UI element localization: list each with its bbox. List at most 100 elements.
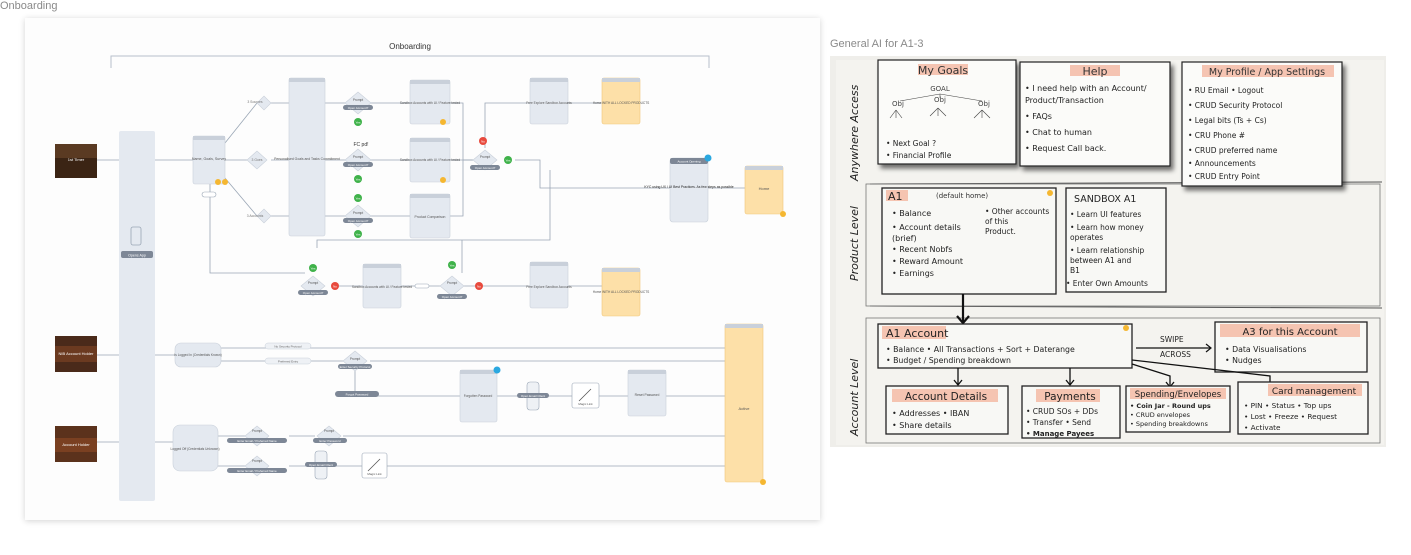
email-prompt-2[interactable]: Prompt Enter Email / Preferred Name	[227, 455, 287, 477]
home-node[interactable]: Home	[744, 165, 786, 217]
email-prompt-1[interactable]: Prompt Enter Email / Preferred Name	[227, 425, 287, 447]
svg-text:Is Logged In (Credentials Know: Is Logged In (Credentials Known)	[174, 353, 221, 357]
profile-item-1: • RU Email • Logout	[1188, 86, 1264, 95]
svg-text:Prompt: Prompt	[308, 281, 318, 285]
flow-title: Onboarding	[389, 42, 431, 51]
svg-text:Yes: Yes	[506, 159, 511, 163]
a1-card	[881, 187, 1057, 295]
a1-account-item-1: • Balance • All Transactions + Sort + Da…	[886, 345, 1075, 354]
svg-text:Name, Goals, Survey: Name, Goals, Survey	[192, 157, 226, 161]
bottom-prompt-left[interactable]: Yes Prompt Open Account? No	[298, 264, 339, 297]
svg-text:Open Email Client: Open Email Client	[521, 394, 545, 398]
prompt-decision-2[interactable]: Prompt Open Account? Yes Yes	[343, 148, 373, 202]
prompt-decision-mid[interactable]: No Prompt Open Account? Yes	[470, 137, 512, 171]
sandbox-a1-card	[1065, 187, 1167, 293]
open-email-client-1[interactable]: Open Email Client	[517, 381, 549, 411]
free-explore-top-node[interactable]: Free Explore Sandbox Accounts	[526, 77, 572, 125]
branch-diamonds	[246, 95, 272, 224]
bottom-sandbox-node[interactable]: Sandbox Accounts with UI / Feature teste…	[352, 263, 412, 309]
home-locked-top-node[interactable]: Home WITH ALL LOCKED PRODUCTS	[593, 77, 650, 125]
onboarding-flow-board[interactable]: Onboarding	[25, 18, 820, 520]
bottom-prompt-right[interactable]: Yes Prompt Open Account? No	[437, 261, 483, 299]
forgot-password-pill[interactable]: Forgot Password	[335, 391, 379, 397]
goal-label: GOAL	[930, 85, 950, 93]
a1-side-3: Product.	[985, 227, 1016, 236]
help-item-1: • I need help with an Account/	[1025, 84, 1147, 93]
svg-text:Prompt: Prompt	[353, 155, 363, 159]
sandbox-item-4: • Learn relationship	[1070, 246, 1144, 255]
personalised-goals-node[interactable]: Personalised Goals and Tasks Commitment	[274, 77, 340, 237]
product-comparison-node[interactable]: Product Comparison	[409, 193, 451, 239]
kyc-node[interactable]: Account Opening KYC using UX / UI Best P…	[644, 154, 734, 223]
prompt-decision-1[interactable]: Prompt Open Account? Yes	[343, 91, 373, 126]
svg-text:Free Explore Sandbox Accounts: Free Explore Sandbox Accounts	[526, 101, 572, 105]
sandbox-node-1[interactable]: Sandbox Accounts with UI / Feature teste…	[400, 79, 460, 125]
sandbox-item-2: • Learn how money	[1070, 223, 1144, 232]
sandbox-item-6: B1	[1070, 266, 1080, 275]
a1-side-1: • Other accounts	[985, 207, 1049, 216]
security-prompt[interactable]: Prompt Enter Security Protocol	[338, 350, 372, 372]
my-profile-card	[1181, 61, 1343, 187]
help-card	[1019, 61, 1171, 167]
account-details-item-1: • Addresses • IBAN	[892, 409, 969, 418]
logged-in-node[interactable]: Is Logged In (Credentials Known)	[174, 342, 222, 368]
svg-text:Yes: Yes	[356, 233, 361, 237]
svg-text:Open Account?: Open Account?	[303, 291, 324, 295]
magic-link-2[interactable]: Magic Link	[361, 452, 388, 479]
opens-app-lane[interactable]: Opens App	[119, 131, 155, 501]
open-email-client-2[interactable]: Open Email Client	[305, 450, 337, 480]
payments-title: Payments	[1044, 391, 1095, 403]
svg-text:Sandbox Accounts with UI / Fea: Sandbox Accounts with UI / Feature teste…	[400, 158, 460, 162]
help-item-5: • Request Call back.	[1025, 144, 1106, 153]
help-item-2: Product/Transaction	[1025, 96, 1104, 105]
magic-link-1[interactable]: Magic Link	[571, 382, 600, 409]
spending-item-1: • Coin Jar - Round ups	[1130, 402, 1211, 410]
free-explore-bottom-node[interactable]: Free Explore Sandbox Accounts	[526, 261, 572, 309]
svg-text:Reset Password: Reset Password	[635, 393, 660, 397]
a3-item-1: • Data Visualisations	[1225, 345, 1306, 354]
svg-text:Magic Link: Magic Link	[578, 402, 593, 406]
svg-text:KYC using UX / UI Best Practic: KYC using UX / UI Best Practices. As few…	[644, 185, 733, 189]
svg-text:Logged Off (Credentials Unknow: Logged Off (Credentials Unknown)	[170, 447, 219, 451]
a1-account-title: A1 Account	[886, 327, 949, 340]
svg-text:Open Account?: Open Account?	[348, 106, 369, 110]
my-profile-title: My Profile / App Settings	[1209, 67, 1325, 78]
svg-text:Prompt: Prompt	[480, 155, 490, 159]
goal-tree-icon	[889, 93, 991, 119]
svg-text:Prompt: Prompt	[447, 281, 457, 285]
svg-text:Opens App: Opens App	[128, 254, 146, 258]
forgotten-password-node[interactable]: Forgotten Password	[459, 366, 501, 423]
a1-title: A1	[888, 190, 903, 203]
profile-item-5: • CRUD preferred name	[1188, 146, 1278, 155]
a1-item-3: (brief)	[892, 234, 917, 243]
reset-password-node[interactable]: Reset Password	[627, 369, 667, 417]
help-item-4: • Chat to human	[1025, 128, 1092, 137]
svg-text:Prompt: Prompt	[252, 429, 262, 433]
svg-text:Home WITH ALL LOCKED PRODUCTS: Home WITH ALL LOCKED PRODUCTS	[593, 290, 650, 294]
branch-mid-label: 3 Goes	[252, 158, 263, 162]
svg-text:Personalised Goals and Tasks C: Personalised Goals and Tasks Commitment	[274, 157, 340, 161]
svg-text:Sandbox Accounts with UI / Fea: Sandbox Accounts with UI / Feature teste…	[400, 101, 460, 105]
prompt-decision-3[interactable]: Prompt Open Account? Yes	[343, 204, 373, 238]
svg-text:Account Holder: Account Holder	[62, 442, 90, 447]
persona-nib-account-holder: NIB Account Holder	[55, 336, 97, 372]
side-label-product: Product Level	[848, 206, 861, 281]
svg-text:Yes: Yes	[311, 267, 316, 271]
logged-off-node[interactable]: Logged Off (Credentials Unknown)	[170, 424, 220, 472]
svg-text:Prompt: Prompt	[353, 211, 363, 215]
profile-item-6: • Announcements	[1188, 159, 1256, 168]
svg-text:Enter Password: Enter Password	[319, 439, 341, 443]
profile-item-3: • Legal bits (Ts + Cs)	[1188, 116, 1267, 125]
sandbox-node-2[interactable]: Sandbox Accounts with UI / Feature teste…	[400, 137, 460, 183]
survey-node[interactable]: Name, Goals, Survey	[192, 135, 228, 198]
svg-text:Home: Home	[759, 186, 770, 191]
svg-text:Enter Security Protocol: Enter Security Protocol	[340, 365, 371, 369]
password-prompt[interactable]: Prompt Enter Password	[313, 425, 347, 447]
a1-item-5: • Reward Amount	[892, 257, 963, 266]
svg-text:Enter Email / Preferred Name: Enter Email / Preferred Name	[237, 469, 277, 473]
active-node[interactable]: Active	[724, 323, 766, 485]
account-details-title: Account Details	[905, 391, 987, 403]
svg-text:Open Email Client: Open Email Client	[309, 463, 333, 467]
home-locked-bottom-node[interactable]: Home WITH ALL LOCKED PRODUCTS	[593, 267, 650, 317]
payments-item-3: • Manage Payees	[1026, 430, 1094, 438]
